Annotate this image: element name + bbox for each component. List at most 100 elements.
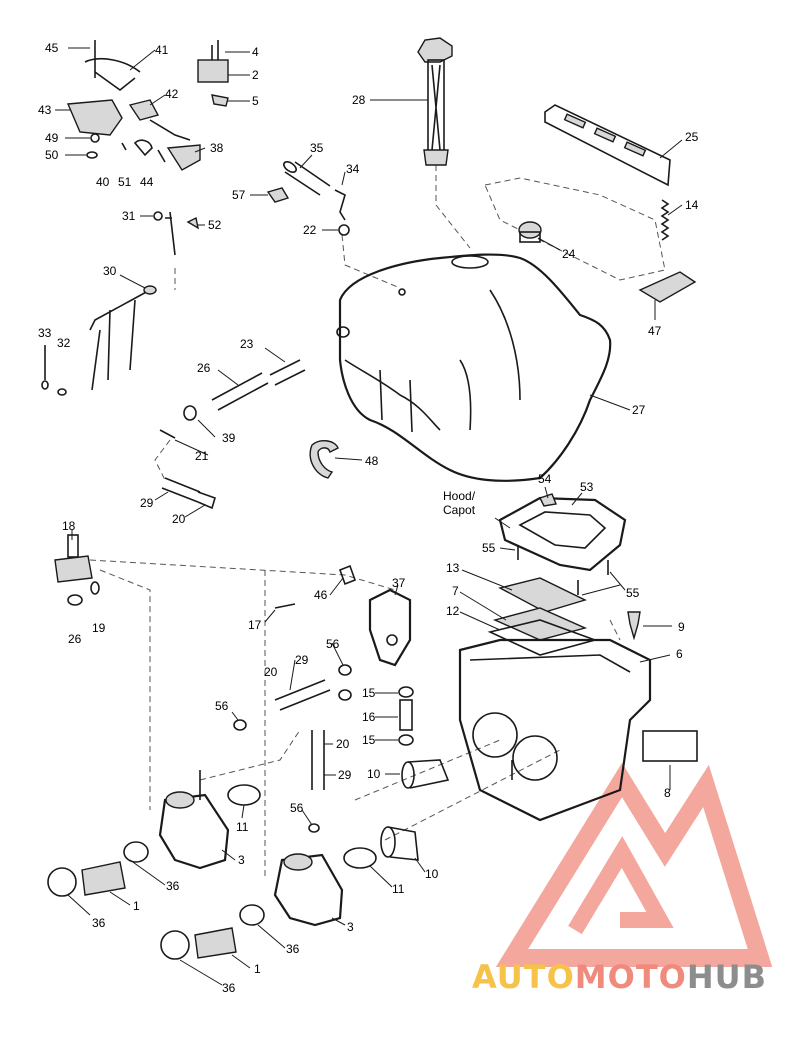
label-8: 8 [664, 786, 671, 800]
label-37: 37 [392, 576, 406, 590]
label-35: 35 [310, 141, 324, 155]
label-22: 22 [303, 223, 317, 237]
label-28: 28 [352, 93, 366, 107]
switch-assembly-icon [66, 40, 229, 171]
label-3-upper: 3 [238, 853, 245, 867]
washer-icon [338, 224, 350, 236]
air-silencer-lid-icon [498, 493, 627, 595]
cap-icon [518, 221, 542, 243]
label-29-mid: 29 [295, 653, 309, 667]
label-46: 46 [314, 588, 328, 602]
label-29-upper: 29 [140, 496, 154, 510]
label-26-lower: 26 [68, 632, 82, 646]
label-49: 49 [45, 131, 59, 145]
fuel-line-icon [233, 664, 414, 790]
vent-hose-icon [159, 359, 306, 439]
switch-icon [54, 534, 100, 606]
label-52: 52 [208, 218, 222, 232]
label-17: 17 [248, 618, 262, 632]
label-42: 42 [165, 87, 179, 101]
label-23: 23 [240, 337, 254, 351]
label-27: 27 [632, 403, 646, 417]
label-11-left: 11 [236, 820, 249, 834]
fuel-gauge-icon [417, 37, 453, 166]
label-20-upper: 20 [172, 512, 186, 526]
label-3-lower: 3 [347, 920, 354, 934]
watermark-text: AUTOMOTOHUB [472, 958, 767, 996]
label-16: 16 [362, 710, 376, 724]
label-31: 31 [122, 209, 136, 223]
label-51: 51 [118, 175, 132, 189]
label-55-left: 55 [482, 541, 496, 555]
label-56-lower: 56 [290, 801, 304, 815]
label-38: 38 [210, 141, 224, 155]
pin-icon [627, 611, 641, 641]
label-32: 32 [57, 336, 71, 350]
label-56-left: 56 [215, 699, 229, 713]
label-18: 18 [62, 519, 76, 533]
label-15-lower: 15 [362, 733, 376, 747]
part-labels: 45 41 4 2 5 43 42 49 50 40 51 44 38 28 2… [38, 41, 699, 995]
label-20-mid: 20 [264, 665, 278, 679]
label-21: 21 [195, 449, 209, 463]
label-53: 53 [580, 480, 594, 494]
label-36-mid: 36 [286, 942, 300, 956]
hose-icon [283, 161, 331, 196]
label-20-lower: 20 [336, 737, 350, 751]
fuel-tank-icon [336, 253, 612, 482]
leader-lines [55, 47, 683, 986]
label-50: 50 [45, 148, 59, 162]
label-5: 5 [252, 94, 259, 108]
label-2: 2 [252, 68, 259, 82]
clip-icon [266, 187, 290, 203]
carburetor-icon [158, 770, 344, 927]
label-54: 54 [538, 472, 552, 486]
label-36-upper: 36 [166, 879, 180, 893]
hood-label-line1: Hood/ [443, 489, 476, 503]
label-11-right: 11 [392, 882, 405, 896]
label-47: 47 [648, 324, 662, 338]
label-7: 7 [452, 584, 459, 598]
label-33: 33 [38, 326, 52, 340]
label-1-lower: 1 [254, 962, 261, 976]
watermark-hub: HUB [686, 958, 768, 996]
intake-boot-icon [47, 841, 265, 960]
label-9: 9 [678, 620, 685, 634]
mount-plate-outline [484, 177, 666, 281]
watermark-moto: MOTO [574, 958, 687, 996]
assembly-lines [89, 165, 621, 880]
corrugated-hose-icon [161, 477, 216, 510]
spring-icon [660, 199, 670, 241]
air-filter-icon [487, 577, 598, 656]
label-1-upper: 1 [133, 899, 140, 913]
bracket-icon [544, 104, 671, 187]
label-14: 14 [685, 198, 699, 212]
label-36-bottom: 36 [222, 981, 236, 995]
air-silencer-box-icon [458, 638, 652, 822]
strap-clip-icon [309, 440, 339, 479]
label-36-left: 36 [92, 916, 106, 930]
label-56-upper: 56 [326, 637, 340, 651]
label-10-lower: 10 [425, 867, 439, 881]
watermark-auto: AUTO [472, 958, 575, 996]
hood-label-line2: Capot [443, 503, 476, 517]
label-26-upper: 26 [197, 361, 211, 375]
label-57: 57 [232, 188, 246, 202]
label-30: 30 [103, 264, 117, 278]
label-plate-icon [642, 730, 698, 762]
label-45: 45 [45, 41, 59, 55]
watermark-logo-icon [495, 762, 773, 967]
adaptor-icon [380, 759, 450, 861]
label-43: 43 [38, 103, 52, 117]
label-34: 34 [346, 162, 360, 176]
label-29-lower: 29 [338, 768, 352, 782]
label-39: 39 [222, 431, 236, 445]
label-25: 25 [685, 130, 699, 144]
label-12: 12 [446, 604, 460, 618]
label-41: 41 [155, 43, 169, 57]
label-48: 48 [365, 454, 379, 468]
label-4: 4 [252, 45, 259, 59]
label-10-upper: 10 [367, 767, 381, 781]
label-40: 40 [96, 175, 110, 189]
